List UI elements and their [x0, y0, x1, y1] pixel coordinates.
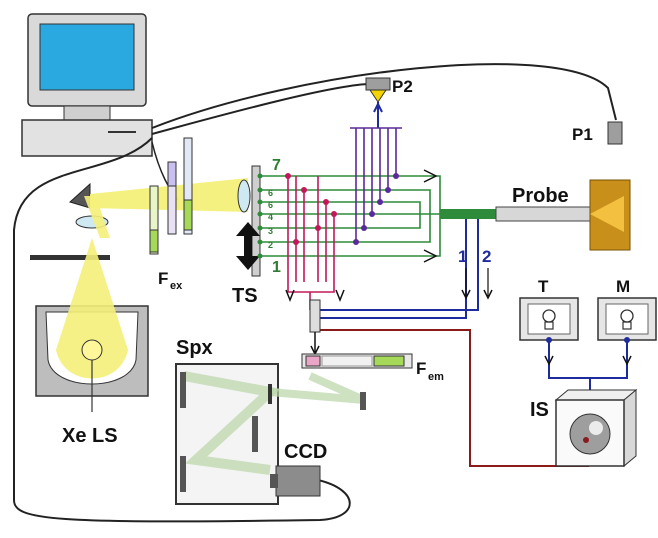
p1-label: P1 [572, 125, 593, 144]
cable-to-p2 [151, 83, 369, 135]
probe-label: Probe [512, 185, 569, 207]
ccd-camera [275, 465, 321, 497]
p2-sensor-body [365, 77, 391, 91]
cable-to-ccd [13, 137, 351, 523]
fiber-6a-label: 6 [268, 188, 273, 198]
f-ex-sub: ex [170, 280, 183, 292]
fiber-7-label: 7 [272, 157, 281, 174]
ex-filter-2-purple [167, 161, 177, 187]
spx-label: Spx [176, 337, 213, 359]
f-ex-label: F [158, 269, 168, 288]
lamp-t-arrow [544, 355, 554, 366]
fiber-bundle-holder [251, 165, 261, 277]
p2-sensor-tip [369, 89, 387, 103]
m-label: M [616, 277, 630, 296]
spx-mirror-1 [180, 372, 186, 408]
lamp-fibers [548, 340, 628, 398]
loop-arrow-top [423, 169, 438, 183]
computer [21, 13, 153, 157]
spx-input-path [269, 372, 366, 404]
f-em-sub: em [428, 371, 444, 383]
ex-filter-1 [149, 185, 159, 255]
fiber-1-label: 1 [272, 259, 281, 276]
fiber-4-label: 4 [268, 212, 273, 222]
channel-2-label: 2 [482, 247, 491, 266]
monitor-stand [63, 105, 111, 121]
fiber-6b-label: 6 [268, 200, 273, 210]
ccd-nose [270, 474, 278, 488]
ts-down-arrow-2 [335, 289, 345, 303]
channel-2-arrow [483, 289, 493, 300]
ts-label: TS [232, 285, 258, 307]
monitor-screen [39, 23, 135, 91]
xe-bulb [81, 339, 103, 361]
lamp-t-port [546, 337, 552, 343]
is-label: IS [530, 399, 549, 421]
probe-tip [590, 196, 624, 232]
channel-1-label: 1 [458, 247, 467, 266]
xe-ls-label: Xe LS [62, 425, 118, 447]
channel-2-fiber [318, 219, 479, 311]
cable-to-p1 [151, 63, 617, 129]
ccd-label: CCD [284, 441, 327, 463]
spx-grating [252, 416, 258, 452]
fiber-3-label: 3 [268, 226, 273, 236]
ts-down-arrow-1 [285, 289, 295, 303]
f-em-label: F [416, 359, 426, 378]
f-em-green [373, 355, 405, 367]
ex-filter-3-green [183, 199, 193, 231]
lamp-t [519, 297, 579, 341]
lamp-beam [56, 238, 128, 379]
focus-lens [237, 179, 251, 213]
fiber-network [260, 127, 441, 310]
t-label: T [538, 277, 549, 296]
fiber-junctions [257, 173, 399, 259]
probe-shaft [495, 206, 591, 222]
f-em-pink [305, 355, 321, 367]
emission-connector [309, 299, 321, 333]
lamp-m-arrow [622, 355, 632, 366]
integrating-sphere [554, 388, 638, 468]
ex-filter-3 [183, 137, 193, 235]
probe-fiber-junction [440, 209, 496, 219]
p1-sensor [607, 121, 623, 145]
ts-arrow [236, 222, 260, 270]
p2-label: P2 [392, 77, 413, 96]
lamp-shutter [30, 255, 110, 260]
fiber-2-label: 2 [268, 240, 273, 250]
f-em-clear [321, 355, 373, 367]
channel-1-arrow [461, 289, 471, 300]
spx-light-path [183, 371, 281, 475]
spx-external-mirror [360, 392, 366, 410]
lamp-m [597, 297, 657, 341]
spx-slit [268, 384, 272, 404]
lamp-m-port [624, 337, 630, 343]
p2-arrow [373, 101, 383, 113]
ex-filter-1-green [149, 229, 159, 253]
loop-arrow-bottom [423, 249, 438, 263]
spx-mirror-2 [180, 456, 186, 492]
computer-case [21, 119, 153, 157]
